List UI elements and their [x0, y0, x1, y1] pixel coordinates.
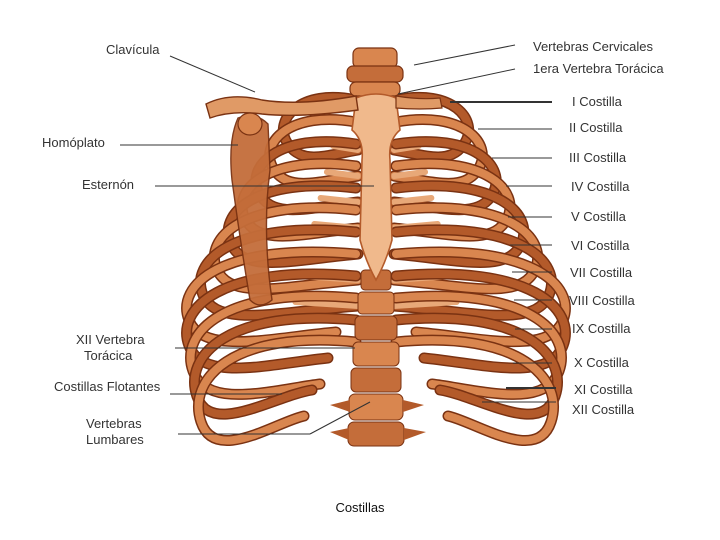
rib-3-left-cartilage [317, 195, 361, 205]
rib-12-right [392, 336, 558, 445]
rib-2-right-cartilage [391, 169, 429, 179]
vertebral-column [330, 47, 426, 447]
label-costilla-1: I Costilla [572, 94, 622, 109]
label-costilla-10: X Costilla [574, 355, 629, 370]
rib-3-right-cartilage [391, 195, 435, 205]
label-vertebras-lumbares-line2: Lumbares [86, 432, 144, 447]
label-esternon: Esternón [82, 177, 135, 192]
rib-2-left-cartilage [323, 169, 361, 179]
label-costilla-9: IX Costilla [572, 321, 631, 336]
label-vertebras-lumbares: Vertebras Lumbares [86, 416, 144, 448]
rib-7-left-cartilage [292, 299, 361, 309]
figure-caption: Costillas [335, 500, 385, 515]
label-costilla-8: VIII Costilla [569, 293, 635, 308]
label-costilla-6: VI Costilla [571, 238, 630, 253]
label-clavicula: Clavícula [106, 42, 160, 57]
label-costilla-7: VII Costilla [570, 265, 633, 280]
leader-lines [120, 44, 556, 435]
label-costilla-5: V Costilla [571, 209, 626, 224]
label-xii-vertebra: XII Vertebra Torácica [76, 332, 145, 364]
rib-7-right-cartilage [391, 299, 460, 309]
label-costilla-11: XI Costilla [574, 382, 633, 397]
label-costilla-4: IV Costilla [571, 179, 630, 194]
label-homoplato: Homóplato [42, 135, 105, 150]
label-costilla-3: III Costilla [569, 150, 627, 165]
clavicle [205, 95, 359, 119]
label-xii-vertebra-line1: XII Vertebra [76, 332, 145, 347]
label-vertebras-cervicales: Vertebras Cervicales [533, 39, 653, 54]
label-costilla-2: II Costilla [569, 120, 623, 135]
label-vertebras-lumbares-line1: Vertebras [86, 416, 142, 431]
label-costilla-12: XII Costilla [572, 402, 635, 417]
label-xii-vertebra-line2: Torácica [84, 348, 133, 363]
label-costillas-flotantes: Costillas Flotantes [54, 379, 161, 394]
rib-12-left [194, 336, 360, 445]
scapula [230, 115, 273, 306]
label-primera-vertebra: 1era Vertebra Torácica [533, 61, 664, 76]
